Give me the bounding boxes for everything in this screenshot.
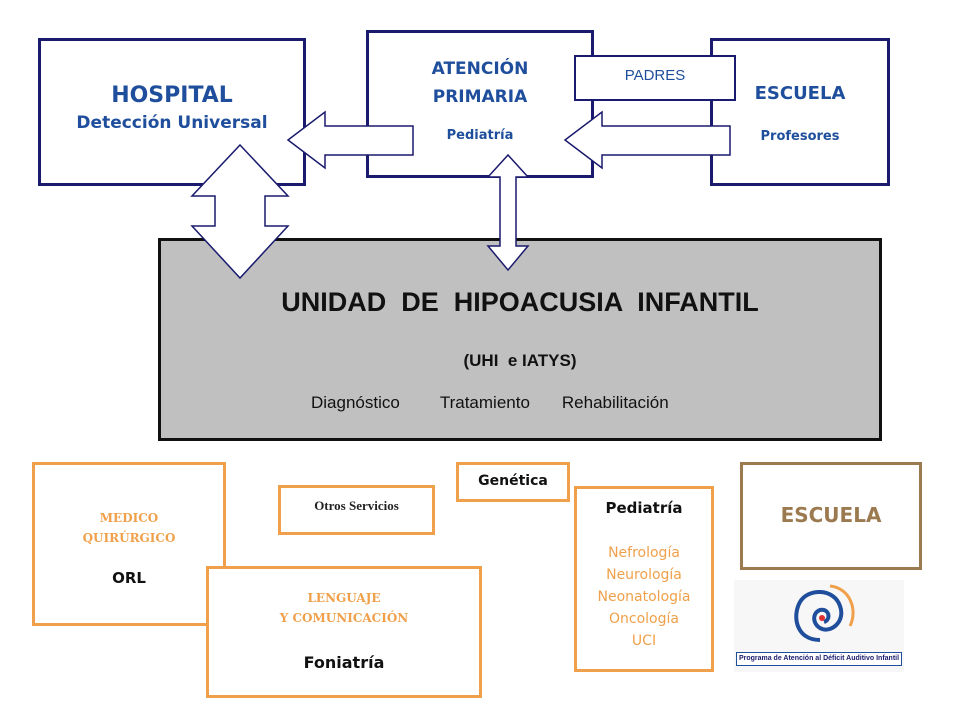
logo-caption: Programa de Atención al Déficit Auditivo… — [736, 652, 902, 666]
double-arrow-hospital-unidad — [190, 143, 290, 280]
pediatria-item-oncologia: Oncología — [609, 611, 679, 627]
lenguaje-name: Foniatría — [303, 653, 385, 672]
service-rehabilitacion: Rehabilitación — [561, 393, 669, 412]
arrow-escuela-to-atencion — [563, 110, 731, 170]
lenguaje-line2: Y COMUNICACIÓN — [279, 611, 409, 625]
genetica-box: Genética — [456, 462, 570, 502]
unidad-services: Diagnóstico Tratamiento Rehabilitación — [311, 393, 669, 413]
program-logo: Programa de Atención al Déficit Auditivo… — [734, 580, 904, 672]
atencion-title-line2: PRIMARIA — [432, 87, 528, 107]
escuela-top-title: ESCUELA — [754, 83, 846, 104]
lenguaje-line1: LENGUAJE — [307, 591, 381, 605]
medico-name: ORL — [112, 569, 146, 587]
atencion-subtitle: Pediatría — [446, 128, 514, 143]
padres-label: PADRES — [624, 67, 686, 84]
hospital-box: HOSPITAL Detección Universal — [38, 38, 306, 186]
unidad-subtitle: (UHI e IATYS) — [463, 351, 577, 370]
double-arrow-atencion-unidad — [486, 153, 530, 272]
spiral-logo-icon — [794, 584, 855, 642]
unidad-title: UNIDAD DE HIPOACUSIA INFANTIL — [281, 287, 759, 317]
pediatria-box: Pediatría Nefrología Neurología Neonatol… — [574, 486, 714, 672]
hospital-subtitle: Detección Universal — [76, 113, 268, 133]
medico-quirurgico-box: MEDICO QUIRÚRGICO ORL — [32, 462, 226, 626]
otros-servicios-box: Otros Servicios — [278, 485, 435, 535]
pediatria-item-nefrologia: Nefrología — [608, 545, 680, 561]
atencion-title-line1: ATENCIÓN — [431, 59, 529, 79]
medico-line1: MEDICO — [99, 511, 159, 525]
otros-label: Otros Servicios — [314, 498, 399, 513]
genetica-label: Genética — [478, 473, 548, 489]
lenguaje-comunicacion-box: LENGUAJE Y COMUNICACIÓN Foniatría — [206, 566, 482, 698]
escuela-bottom-label: ESCUELA — [780, 503, 882, 527]
service-tratamiento: Tratamiento — [439, 393, 530, 412]
hospital-title: HOSPITAL — [111, 83, 233, 108]
pediatria-item-uci: UCI — [631, 633, 657, 649]
medico-line2: QUIRÚRGICO — [82, 531, 176, 545]
pediatria-item-neonatologia: Neonatología — [597, 589, 691, 605]
service-diagnostico: Diagnóstico — [311, 393, 400, 412]
padres-box: PADRES — [574, 55, 736, 101]
pediatria-title: Pediatría — [605, 499, 683, 517]
unidad-hipoacusia-box: UNIDAD DE HIPOACUSIA INFANTIL (UHI e IAT… — [158, 238, 882, 441]
escuela-top-subtitle: Profesores — [760, 129, 840, 144]
escuela-top-box: ESCUELA Profesores — [710, 38, 890, 186]
pediatria-item-neurologia: Neurología — [606, 567, 682, 583]
arrow-atencion-to-hospital — [286, 110, 414, 170]
escuela-bottom-box: ESCUELA — [740, 462, 922, 570]
